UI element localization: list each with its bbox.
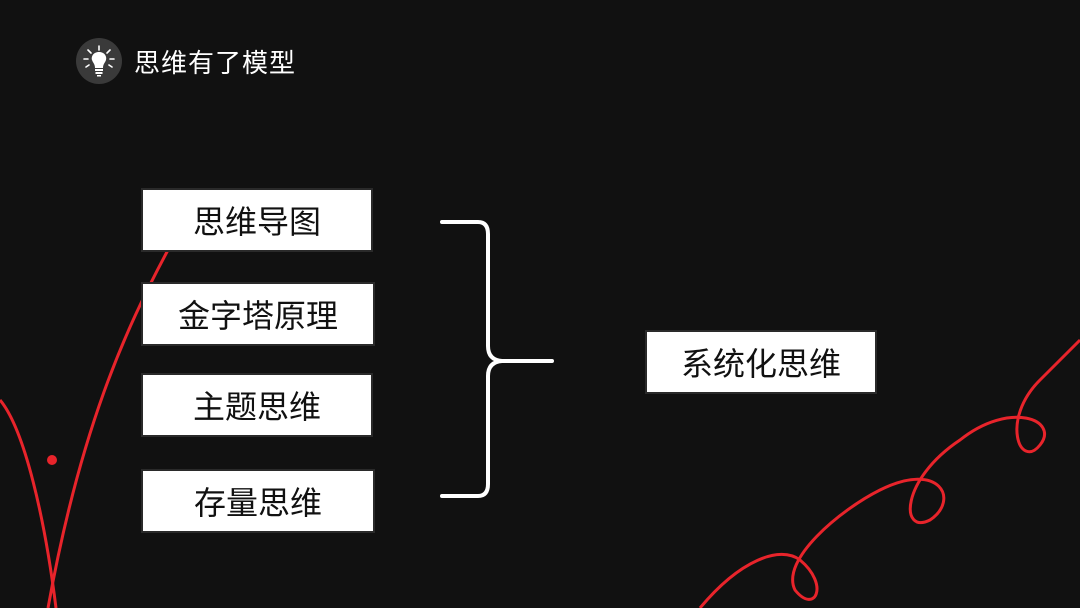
result-box-systematic-thinking: 系统化思维 <box>645 330 877 394</box>
page-title: 思维有了模型 <box>134 48 297 79</box>
right-brace-icon <box>440 220 554 498</box>
model-box-pyramid-principle: 金字塔原理 <box>141 282 375 346</box>
model-box-theme-thinking: 主题思维 <box>141 373 373 437</box>
model-box-stock-thinking: 存量思维 <box>141 469 375 533</box>
lightbulb-icon <box>76 38 122 84</box>
right-loop-curve <box>698 338 1080 608</box>
header: 思维有了模型 <box>76 38 296 84</box>
red-dot <box>47 455 57 465</box>
left-hook <box>0 399 58 608</box>
model-box-mind-map: 思维导图 <box>141 188 373 252</box>
